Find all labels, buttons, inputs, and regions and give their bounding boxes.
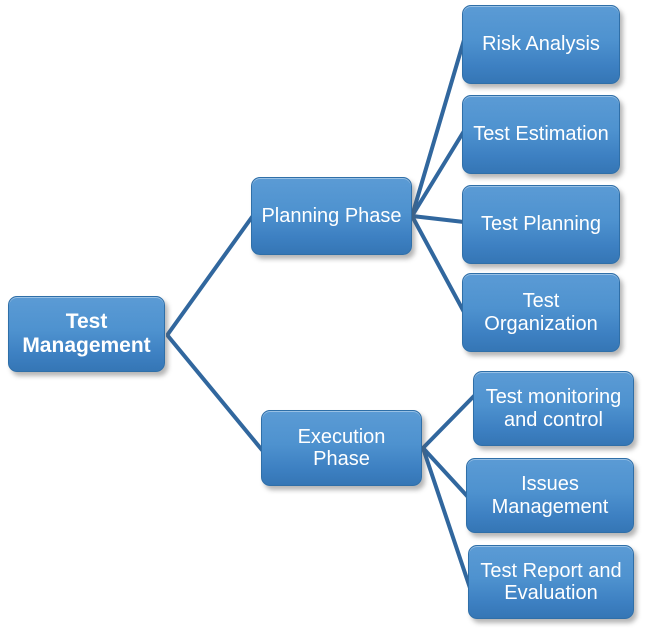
node-label: Test monitoring and control [485, 386, 622, 431]
node-label: Test Planning [480, 213, 602, 236]
node-label: Test Management [22, 310, 151, 357]
edge-execution-to-issues-management [421, 446, 470, 499]
node-test-management[interactable]: Test Management [8, 296, 165, 372]
node-issues-management[interactable]: Issues Management [466, 458, 634, 533]
node-risk-analysis[interactable]: Risk Analysis [462, 5, 620, 84]
edge-execution-to-test-monitoring [421, 394, 476, 450]
node-label: Planning Phase [261, 204, 402, 227]
node-execution-phase[interactable]: Execution Phase [261, 410, 422, 486]
node-label: Test Estimation [473, 123, 609, 146]
node-test-planning[interactable]: Test Planning [462, 185, 620, 264]
edge-root-to-execution [166, 334, 264, 452]
node-label: Risk Analysis [482, 33, 600, 56]
node-label: Test Report and Evaluation [480, 559, 622, 604]
edge-planning-to-test-organization [410, 214, 466, 314]
edge-planning-to-test-estimation [410, 129, 466, 218]
node-label: Issues Management [491, 473, 609, 518]
node-label: Execution Phase [297, 425, 386, 470]
node-planning-phase[interactable]: Planning Phase [251, 177, 412, 255]
edge-planning-to-test-planning [410, 214, 466, 224]
edge-execution-to-test-report [421, 446, 472, 590]
node-label: Test Organization [484, 290, 598, 335]
edge-root-to-planning [166, 215, 254, 336]
node-test-organization[interactable]: Test Organization [462, 273, 620, 352]
node-test-estimation[interactable]: Test Estimation [462, 95, 620, 174]
node-test-monitoring-and-control[interactable]: Test monitoring and control [473, 371, 634, 446]
edge-planning-to-risk-analysis [410, 38, 466, 218]
node-test-report-and-evaluation[interactable]: Test Report and Evaluation [468, 545, 634, 619]
